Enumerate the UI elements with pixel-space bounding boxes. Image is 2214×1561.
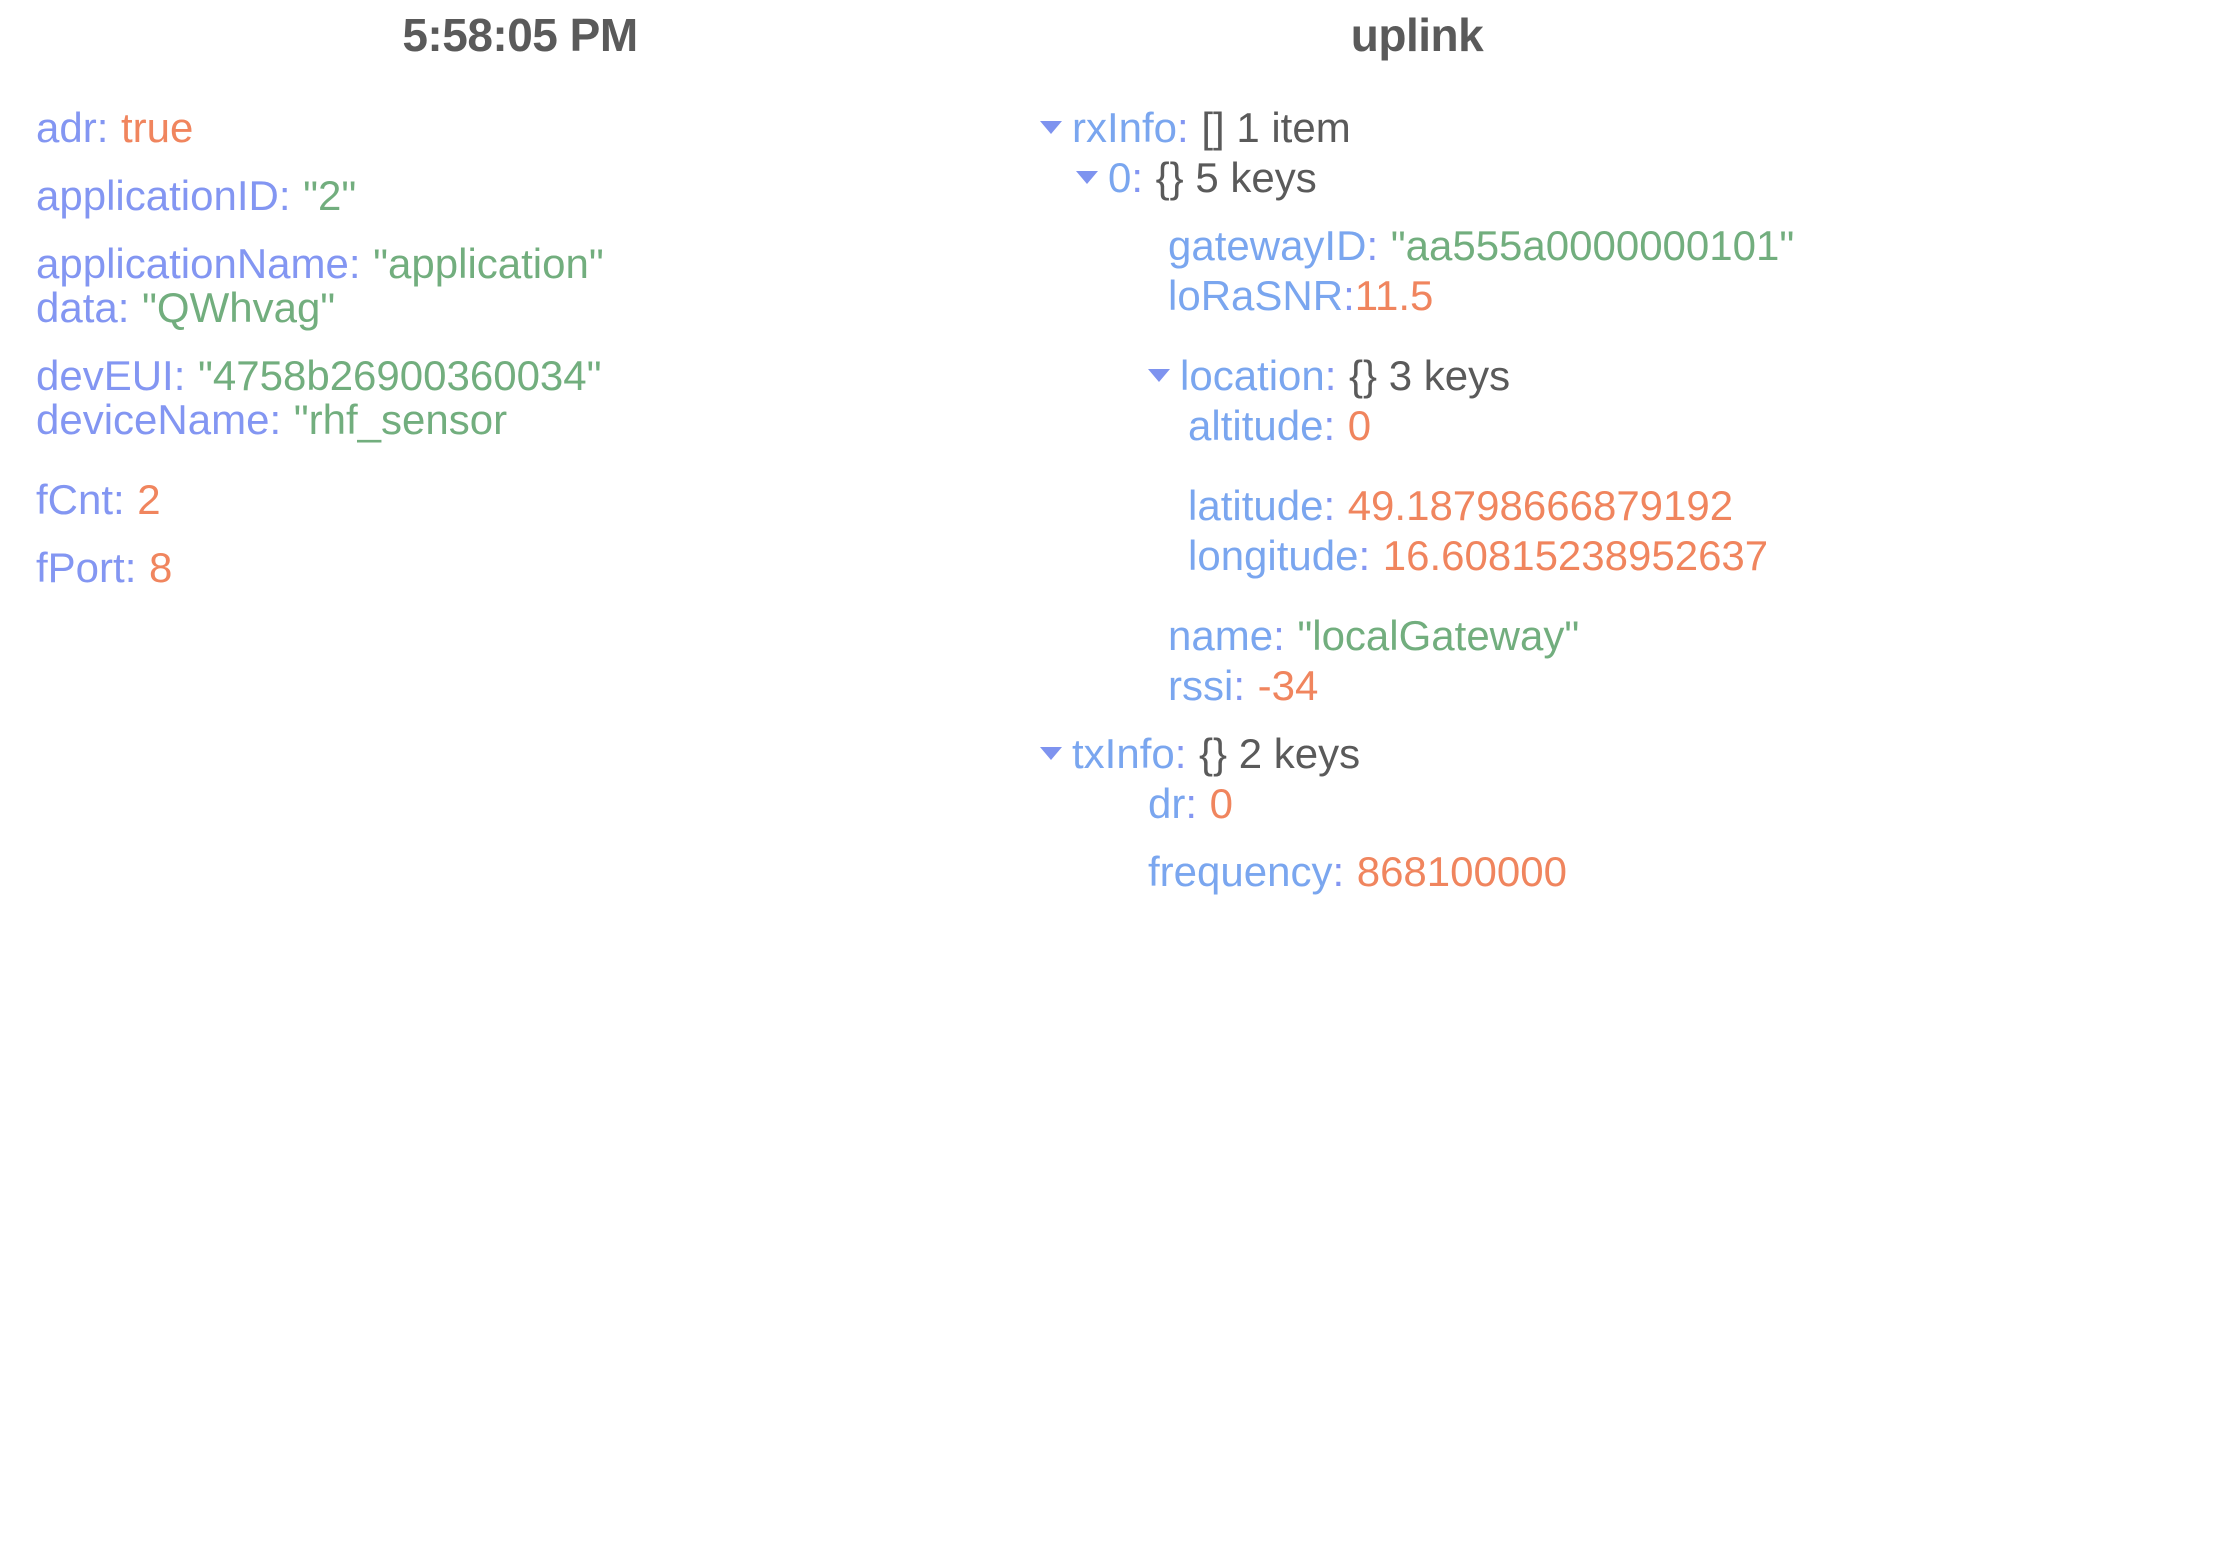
value-frequency: 868100000 (1356, 847, 1567, 895)
row-data[interactable]: data:"QWhvag" (0, 283, 1040, 331)
key-deveui: devEUI (36, 351, 174, 399)
sep-rssi: : (1233, 661, 1245, 709)
row-lorasnr[interactable]: loRaSNR:11.5 (1040, 271, 2214, 319)
row-applicationname[interactable]: applicationName:"application" (0, 239, 1040, 287)
chevron-down-icon-location[interactable] (1148, 368, 1170, 382)
value-name: "localGateway" (1297, 611, 1580, 659)
value-applicationname: "application" (373, 239, 604, 287)
chevron-down-icon-rxinfo[interactable] (1040, 120, 1062, 134)
meta-location: {} 3 keys (1349, 351, 1511, 399)
sep-name: : (1273, 611, 1285, 659)
row-rxinfo[interactable]: rxInfo:[] 1 item (1040, 103, 2214, 151)
key-fport: fPort (36, 543, 125, 591)
sep-lorasnr: : (1343, 271, 1355, 319)
key-rxinfo-0: 0 (1108, 153, 1132, 201)
row-location[interactable]: location:{} 3 keys (1040, 351, 2214, 399)
key-txinfo: txInfo (1072, 729, 1175, 777)
value-longitude: 16.60815238952637 (1382, 531, 1769, 579)
key-dr: dr (1148, 779, 1186, 827)
row-frequency[interactable]: frequency:868100000 (1040, 847, 2214, 895)
row-applicationid[interactable]: applicationID:"2" (0, 171, 1040, 219)
sep-frequency: : (1332, 847, 1345, 895)
sep-applicationname: : (348, 239, 361, 287)
sep-dr: : (1185, 779, 1198, 827)
key-gatewayid: gatewayID (1168, 221, 1367, 269)
row-deveui[interactable]: devEUI:"4758b26900360034" (0, 351, 1040, 399)
left-column: 5:58:05 PM adr:true applicationID:"2" ap… (0, 0, 1040, 1561)
key-rxinfo: rxInfo (1072, 103, 1178, 151)
value-devicename: "rhf_sensor (293, 395, 508, 443)
key-name: name (1168, 611, 1274, 659)
row-devicename[interactable]: deviceName:"rhf_sensor (0, 395, 1040, 443)
row-name[interactable]: name:"localGateway" (1040, 611, 2214, 659)
sep-rxinfo-0: : (1131, 153, 1144, 201)
value-fport: 8 (148, 543, 173, 591)
sep-fport: : (124, 543, 137, 591)
key-rssi: rssi (1168, 661, 1234, 709)
row-fport[interactable]: fPort:8 (0, 543, 1040, 591)
value-adr: true (120, 103, 194, 151)
key-longitude: longitude (1188, 531, 1359, 579)
key-location: location (1180, 351, 1325, 399)
value-altitude: 0 (1347, 401, 1372, 449)
sep-fcnt: : (113, 475, 125, 523)
key-frequency: frequency (1148, 847, 1333, 895)
value-deveui: "4758b26900360034" (198, 351, 602, 399)
sep-location: : (1324, 351, 1337, 399)
key-applicationname: applicationName (36, 239, 349, 287)
right-column: uplink rxInfo:[] 1 item 0:{} 5 keys gate… (1040, 0, 2214, 1561)
sep-devicename: : (269, 395, 282, 443)
sep-deveui: : (173, 351, 186, 399)
value-latitude: 49.18798666879192 (1347, 481, 1734, 529)
sep-txinfo: : (1174, 729, 1187, 777)
sep-rxinfo: : (1177, 103, 1189, 151)
key-applicationid: applicationID (36, 171, 279, 219)
key-adr: adr (36, 103, 97, 151)
sep-data: : (117, 283, 130, 331)
row-longitude[interactable]: longitude:16.60815238952637 (1040, 531, 2214, 579)
meta-rxinfo: [] 1 item (1201, 103, 1351, 151)
row-adr[interactable]: adr:true (0, 103, 1040, 151)
meta-rxinfo-0: {} 5 keys (1155, 153, 1317, 201)
row-rxinfo-0[interactable]: 0:{} 5 keys (1040, 153, 2214, 201)
sep-adr: : (96, 103, 109, 151)
row-fcnt[interactable]: fCnt:2 (0, 475, 1040, 523)
key-altitude: altitude (1188, 401, 1324, 449)
row-altitude[interactable]: altitude:0 (1040, 401, 2214, 449)
value-gatewayid: "aa555a0000000101" (1390, 221, 1795, 269)
sep-applicationid: : (278, 171, 291, 219)
key-data: data (36, 283, 118, 331)
key-fcnt: fCnt (36, 475, 114, 523)
key-devicename: deviceName (36, 395, 270, 443)
value-applicationid: "2" (303, 171, 357, 219)
key-latitude: latitude (1188, 481, 1324, 529)
row-latitude[interactable]: latitude:49.18798666879192 (1040, 481, 2214, 529)
row-dr[interactable]: dr:0 (1040, 779, 2214, 827)
row-gatewayid[interactable]: gatewayID:"aa555a0000000101" (1040, 221, 2214, 269)
value-rssi: -34 (1257, 661, 1319, 709)
sep-longitude: : (1358, 531, 1371, 579)
chevron-down-icon-txinfo[interactable] (1040, 746, 1062, 760)
value-fcnt: 2 (137, 475, 161, 523)
chevron-down-icon-rxinfo-0[interactable] (1076, 170, 1098, 184)
sep-altitude: : (1323, 401, 1336, 449)
value-lorasnr: 11.5 (1354, 271, 1434, 319)
left-property-list: adr:true applicationID:"2" applicationNa… (0, 103, 1040, 591)
value-data: "QWhvag" (142, 283, 336, 331)
meta-txinfo: {} 2 keys (1199, 729, 1361, 777)
value-dr: 0 (1209, 779, 1233, 827)
sep-latitude: : (1323, 481, 1336, 529)
right-property-tree: rxInfo:[] 1 item 0:{} 5 keys gatewayID:"… (1040, 103, 2214, 895)
uplink-heading: uplink (1350, 9, 1484, 61)
row-txinfo[interactable]: txInfo:{} 2 keys (1040, 729, 2214, 777)
row-rssi[interactable]: rssi:-34 (1040, 661, 2214, 709)
timestamp-heading: 5:58:05 PM (402, 9, 638, 61)
sep-gatewayid: : (1366, 221, 1379, 269)
key-lorasnr: loRaSNR (1168, 271, 1344, 319)
